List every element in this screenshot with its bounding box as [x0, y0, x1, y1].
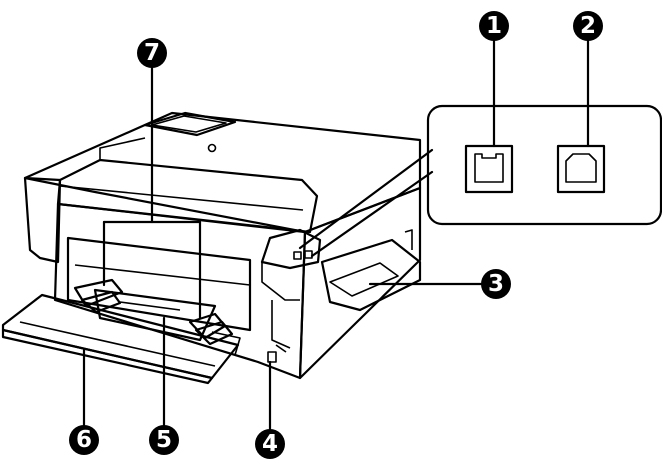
callout-5-label: 5 [156, 427, 172, 453]
printer-body [23, 111, 422, 380]
callout-1-label: 1 [486, 13, 502, 39]
callout-4: 4 [255, 429, 285, 459]
callout-2-label: 2 [580, 13, 596, 39]
leader-lines [82, 34, 590, 434]
callout-6: 6 [69, 425, 99, 455]
rear-cover [1, 293, 240, 385]
lan-port-icon [464, 144, 514, 194]
callout-4-label: 4 [262, 431, 278, 457]
callout-7: 7 [137, 38, 167, 68]
callout-1: 1 [479, 11, 509, 41]
callout-6-label: 6 [76, 427, 92, 453]
usb-port-icon [556, 144, 606, 194]
callout-3: 3 [481, 269, 511, 299]
callout-7-label: 7 [144, 40, 160, 66]
callout-2: 2 [573, 11, 603, 41]
callout-5: 5 [149, 425, 179, 455]
callout-3-label: 3 [488, 271, 504, 297]
port-inset [298, 104, 662, 258]
